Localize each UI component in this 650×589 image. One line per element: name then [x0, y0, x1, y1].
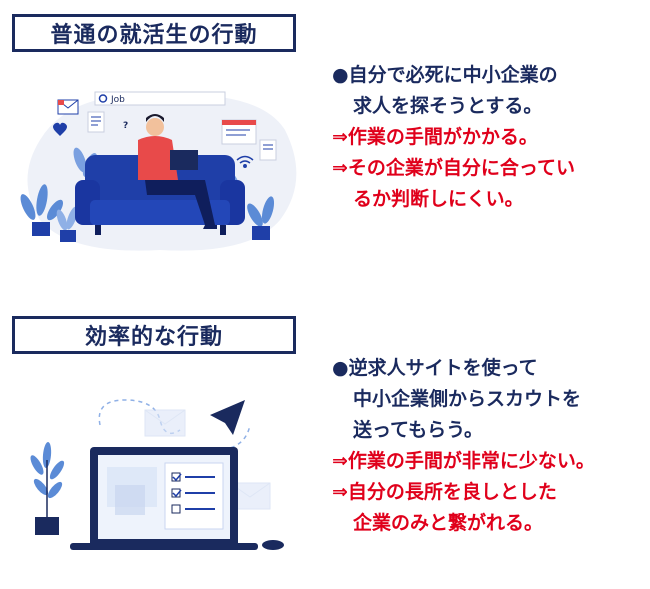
- section1-text: ●自分で必死に中小企業の 求人を探そうとする。 ⇒作業の手間がかかる。 ⇒その企…: [332, 60, 575, 215]
- laptop: [70, 447, 258, 550]
- mouse-icon: [262, 540, 284, 550]
- section1-line: ⇒その企業が自分に合ってい: [332, 157, 575, 179]
- search-bar: [94, 91, 226, 106]
- person: [138, 114, 217, 229]
- sofa-illustration: Job ?: [20, 91, 297, 251]
- search-bar-text: Job: [110, 95, 125, 105]
- plant-right: [247, 196, 275, 240]
- document-icon: [259, 139, 277, 161]
- section2-line: ⇒自分の長所を良しとした: [332, 481, 557, 503]
- dotted-path: [98, 399, 181, 435]
- section1-line: ●自分で必死に中小企業の: [332, 64, 558, 86]
- envelope-icon: [144, 409, 186, 437]
- section2-line: ●逆求人サイトを使って: [332, 357, 538, 379]
- section1-heading: 普通の就活生の行動: [12, 14, 296, 52]
- plant-left: [20, 184, 64, 236]
- paper-plane-icon: [210, 400, 245, 435]
- section1-line: るか判断しにくい。: [353, 188, 524, 210]
- laptop-illustration: [30, 399, 284, 550]
- section2-line: ⇒作業の手間が非常に少ない。: [332, 450, 595, 472]
- section2-line: 企業のみと繋がれる。: [353, 512, 544, 534]
- section1-line: ⇒作業の手間がかかる。: [332, 126, 538, 148]
- wifi-icon: [236, 155, 254, 168]
- search-icon: [98, 94, 108, 103]
- document-icon: [87, 111, 105, 133]
- plant-left-small: [56, 206, 78, 242]
- section2-heading: 効率的な行動: [12, 316, 296, 354]
- browser-window-icon: [221, 119, 257, 145]
- section2-line: 送ってもらう。: [353, 419, 483, 441]
- section1-line: 求人を探そうとする。: [353, 95, 543, 117]
- heart-icon: [53, 122, 67, 136]
- section2-text: ●逆求人サイトを使って 中小企業側からスカウトを 送ってもらう。 ⇒作業の手間が…: [332, 353, 595, 539]
- section2-line: 中小企業側からスカウトを: [353, 388, 582, 410]
- plant-icon: [30, 442, 65, 535]
- envelope-icon: [57, 99, 79, 115]
- question-mark-icon: ?: [123, 121, 128, 131]
